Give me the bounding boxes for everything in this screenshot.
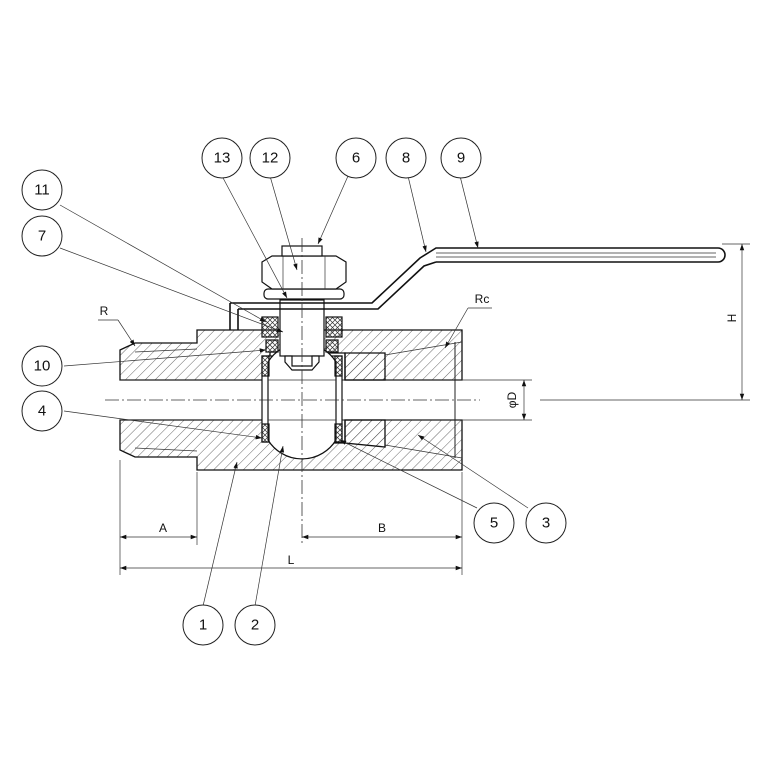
leader-13 <box>221 175 288 299</box>
handle-lever-inner <box>238 261 437 310</box>
svg-text:3: 3 <box>542 515 550 532</box>
seat-left-bottom <box>261 423 270 443</box>
leader-5 <box>339 439 478 509</box>
handle-base <box>229 303 239 330</box>
balloon-6: 6 <box>335 137 377 179</box>
dim-d-label: φD <box>505 391 519 408</box>
balloon-4: 4 <box>21 390 63 432</box>
balloon-11: 11 <box>21 169 63 211</box>
dim-l-label: L <box>288 553 295 567</box>
balloon-9: 9 <box>440 137 482 179</box>
handle-lever <box>230 247 726 304</box>
balloon-10: 10 <box>21 345 63 387</box>
svg-text:10: 10 <box>34 358 51 375</box>
packing-lower-left <box>265 339 279 353</box>
leader-9 <box>459 175 479 249</box>
leader-7 <box>59 247 284 333</box>
packing-right <box>325 316 343 338</box>
balloon-13: 13 <box>201 137 243 179</box>
balloon-12: 12 <box>249 137 291 179</box>
leader-11 <box>59 204 267 323</box>
dim-h-label: H <box>725 314 739 323</box>
seat-right-top <box>334 355 343 377</box>
dim-b-label: B <box>378 521 386 535</box>
leader-2 <box>254 445 285 607</box>
svg-text:1: 1 <box>199 617 207 634</box>
svg-text:8: 8 <box>402 150 410 167</box>
packing-lower-right <box>325 339 339 353</box>
balloon-8: 8 <box>385 137 427 179</box>
balloon-5: 5 <box>473 502 515 544</box>
leader-4 <box>63 410 263 440</box>
svg-text:5: 5 <box>490 515 498 532</box>
leader-12 <box>269 175 298 271</box>
leader-1 <box>202 461 238 607</box>
dim-a-label: A <box>159 521 167 535</box>
svg-text:7: 7 <box>38 228 46 245</box>
balloon-1: 1 <box>182 604 224 646</box>
svg-text:11: 11 <box>34 182 50 199</box>
end-piece-lower <box>344 419 386 448</box>
svg-text:4: 4 <box>38 403 46 420</box>
hex-nut <box>261 255 347 290</box>
svg-text:9: 9 <box>457 150 465 167</box>
male-thread-line-bottom <box>134 447 198 452</box>
leader-6 <box>317 175 349 245</box>
svg-text:12: 12 <box>262 150 279 167</box>
r-leader-arrow <box>117 319 136 347</box>
r-label: R <box>100 304 109 318</box>
svg-text:13: 13 <box>214 150 231 167</box>
balloon-2: 2 <box>234 604 276 646</box>
leader-10 <box>63 348 267 367</box>
rc-label: Rc <box>475 292 490 306</box>
washer <box>263 288 345 300</box>
leader-3 <box>417 434 529 509</box>
leader-8 <box>407 175 427 253</box>
male-thread-line-top <box>134 348 198 353</box>
seat-right-bottom <box>334 423 343 443</box>
svg-text:2: 2 <box>251 617 259 634</box>
stem-tang <box>284 355 320 371</box>
balloon-3: 3 <box>525 502 567 544</box>
svg-text:6: 6 <box>352 150 360 167</box>
balloon-7: 7 <box>21 215 63 257</box>
rc-leader-arrow <box>444 307 469 349</box>
end-piece-upper <box>344 352 386 381</box>
seat-left-top <box>261 355 270 377</box>
